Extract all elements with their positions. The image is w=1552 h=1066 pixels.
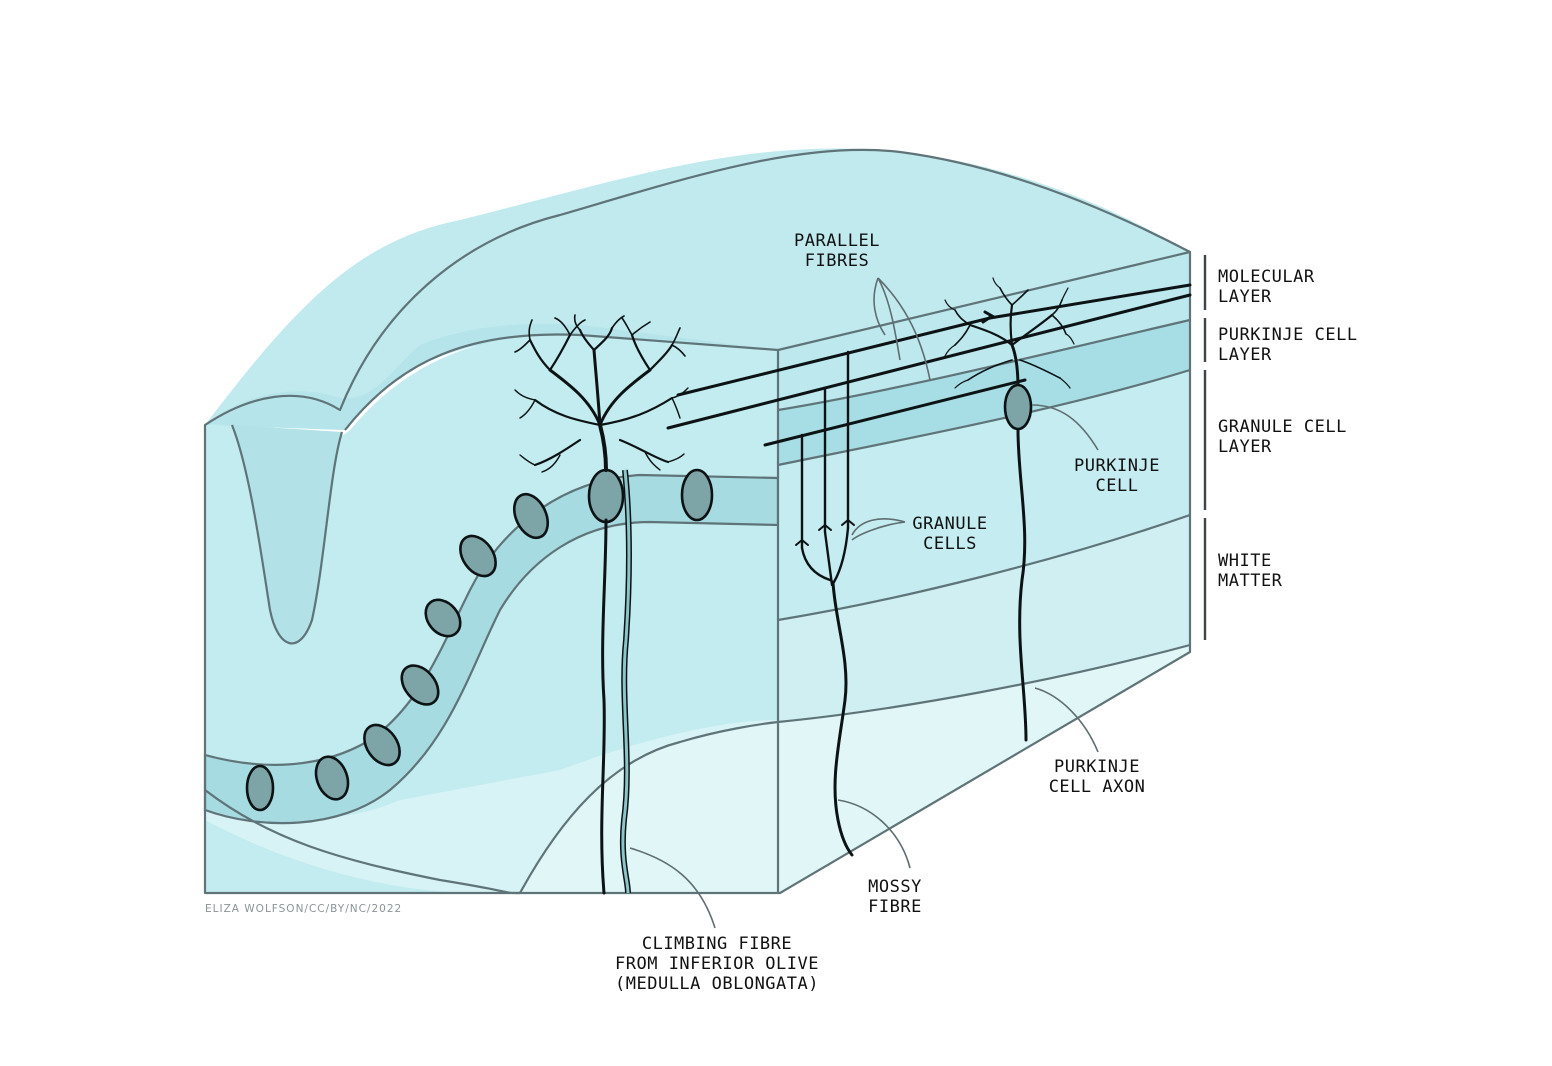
label-parallel-fibres-line1: PARALLEL xyxy=(794,231,880,251)
label-climbing-fibre-line3: (MEDULLA OBLONGATA) xyxy=(615,974,819,994)
label-molecular-layer: MOLECULAR LAYER xyxy=(1218,267,1315,307)
boundary-white xyxy=(777,643,1191,724)
left-white-matter-lower xyxy=(520,722,778,893)
leader-granule-cells xyxy=(851,518,906,541)
leader-purkinje-axon xyxy=(1034,687,1099,753)
label-molecular-layer-line1: MOLECULAR xyxy=(1218,267,1315,287)
mossy-fibre xyxy=(831,580,854,857)
label-purkinje-cell: PURKINJE CELL xyxy=(1074,456,1160,496)
climbing-fibre-inner xyxy=(621,469,631,894)
purkinje-dendritic-tree-left xyxy=(514,314,689,473)
label-purkinje-cell-axon-line1: PURKINJE xyxy=(1054,757,1140,777)
leader-climbing-fibre xyxy=(629,847,716,929)
right-purkinje-layer xyxy=(778,320,1190,465)
boundary-molecular xyxy=(777,318,1191,412)
artist-credit: ELIZA WOLFSON/CC/BY/NC/2022 xyxy=(205,903,402,915)
label-white-matter-line2: MATTER xyxy=(1218,571,1283,591)
label-molecular-layer-line2: LAYER xyxy=(1218,287,1272,307)
parallel-fibres xyxy=(666,283,1192,447)
purkinje-axon-right xyxy=(1016,428,1028,742)
label-granule-cells-line1: GRANULE xyxy=(912,514,987,534)
purkinje-cell-bodies-left xyxy=(245,468,714,812)
label-climbing-fibre: CLIMBING FIBRE FROM INFERIOR OLIVE (MEDU… xyxy=(615,934,819,994)
label-purkinje-cell-axon-line2: CELL AXON xyxy=(1049,777,1146,797)
label-granule-cells-line2: CELLS xyxy=(923,534,977,554)
leader-purkinje-cell xyxy=(1031,404,1099,451)
label-granule-cell-layer-line2: LAYER xyxy=(1218,437,1272,457)
label-parallel-fibres: PARALLEL FIBRES xyxy=(794,231,880,271)
label-purkinje-cell-line2: CELL xyxy=(1096,476,1139,496)
label-mossy-fibre-line1: MOSSY xyxy=(868,877,922,897)
sulcus-fold xyxy=(230,424,344,645)
left-white-matter-curve xyxy=(519,720,779,894)
label-purkinje-cell-layer-line2: LAYER xyxy=(1218,345,1272,365)
label-granule-cell-layer-line1: GRANULE CELL xyxy=(1218,417,1347,437)
purkinje-axon-left xyxy=(600,518,608,895)
left-white-matter-edge xyxy=(204,789,521,895)
label-climbing-fibre-line2: FROM INFERIOR OLIVE xyxy=(615,954,819,974)
label-climbing-fibre-line1: CLIMBING FIBRE xyxy=(642,934,792,954)
label-granule-cell-layer: GRANULE CELL LAYER xyxy=(1218,417,1347,457)
tissue-top-inner xyxy=(205,323,778,430)
label-granule-cells: GRANULE CELLS xyxy=(912,514,987,554)
granule-cells xyxy=(795,350,855,587)
label-mossy-fibre: MOSSY FIBRE xyxy=(868,877,922,917)
label-mossy-fibre-line2: FIBRE xyxy=(868,897,922,917)
right-granule-layer xyxy=(778,370,1190,620)
label-purkinje-cell-layer: PURKINJE CELL LAYER xyxy=(1218,325,1358,365)
right-white-matter xyxy=(778,645,1190,893)
label-purkinje-cell-axon: PURKINJE CELL AXON xyxy=(1049,757,1146,797)
leader-parallel-fibres xyxy=(873,277,931,381)
label-white-matter: WHITE MATTER xyxy=(1218,551,1283,591)
tissue-top-surface xyxy=(205,148,1190,430)
label-purkinje-cell-layer-line1: PURKINJE CELL xyxy=(1218,325,1358,345)
purkinje-cell-body-right xyxy=(1003,383,1033,431)
label-white-matter-line1: WHITE xyxy=(1218,551,1272,571)
label-purkinje-cell-line1: PURKINJE xyxy=(1074,456,1160,476)
boundary-granule xyxy=(777,513,1191,622)
block-outline xyxy=(203,148,1192,895)
leader-mossy-fibre xyxy=(837,799,911,869)
label-parallel-fibres-line2: FIBRES xyxy=(805,251,869,271)
boundary-purkinje xyxy=(777,368,1191,467)
